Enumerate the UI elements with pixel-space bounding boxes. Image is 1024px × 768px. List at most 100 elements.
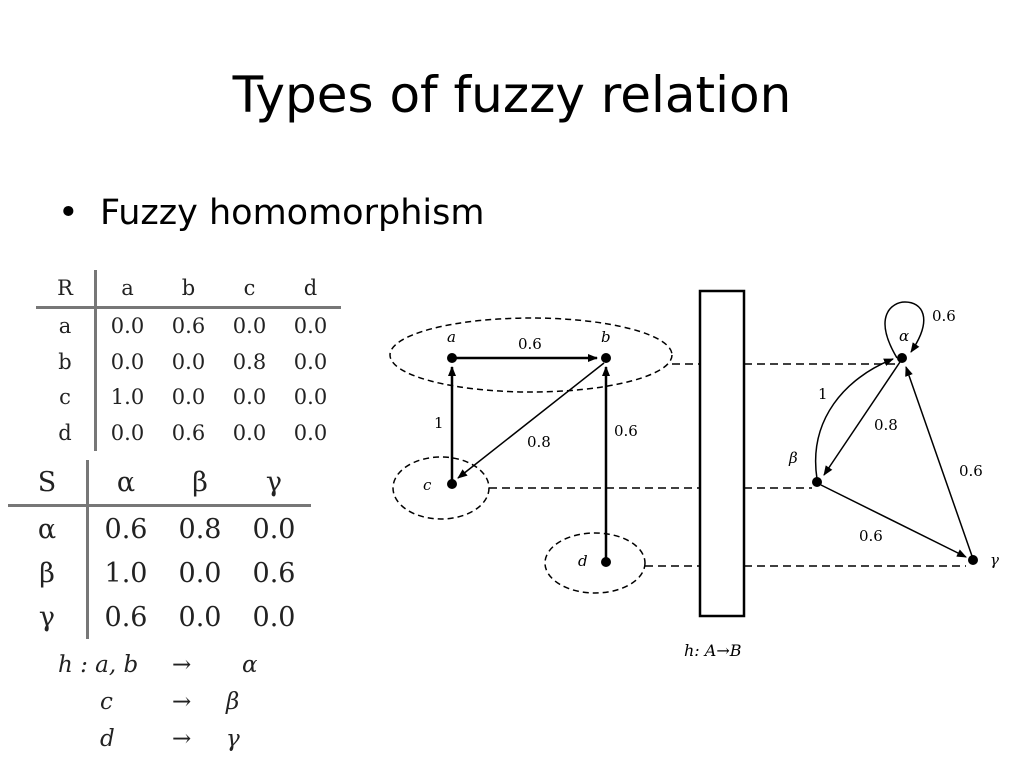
relation-table-r: R a b c d a 0.0 0.6 0.0 0.0 b 0.0 0.0 0.…	[36, 270, 341, 451]
bullet-dot: •	[58, 193, 79, 233]
mapping-arrow: →	[172, 652, 192, 678]
node-gamma	[968, 555, 978, 565]
row-label: c	[36, 379, 97, 415]
bullet-text: Fuzzy homomorphism	[100, 193, 485, 233]
edge-label-d-b: 0.6	[614, 422, 638, 440]
edge-b-c	[457, 362, 605, 479]
mapping-arrow: →	[172, 689, 192, 715]
group-c-ellipse	[392, 456, 490, 520]
table-row: a 0.0 0.6 0.0 0.0	[36, 307, 341, 344]
table-cell: 0.0	[293, 385, 328, 410]
table-cell: 1.0	[110, 385, 145, 410]
node-label-beta: β	[788, 449, 798, 467]
table-row: α 0.6 0.8 0.0	[8, 505, 311, 551]
row-label: γ	[8, 595, 89, 639]
mapping-lhs: d	[100, 726, 115, 752]
table-cell: 0.0	[293, 314, 328, 339]
edge-beta-alpha	[814, 358, 894, 480]
table-cell: 0.0	[293, 420, 328, 445]
table-cell: 0.6	[171, 420, 206, 445]
column-header: β	[163, 460, 237, 507]
table-corner: R	[36, 270, 97, 309]
table-cell: 0.0	[232, 420, 267, 445]
row-label: a	[36, 307, 97, 344]
relation-table-s: S α β γ α 0.6 0.8 0.0 β 1.0 0.0 0.6 γ 0.…	[8, 460, 311, 639]
column-header: a	[95, 270, 158, 309]
table-cell: 0.6	[104, 513, 148, 545]
edge-label-a-b: 0.6	[518, 335, 542, 353]
table-cell: 0.0	[293, 349, 328, 374]
table-row: c 1.0 0.0 0.0 0.0	[36, 379, 341, 415]
row-label: α	[8, 505, 89, 551]
node-label-a: a	[447, 328, 456, 346]
node-d	[601, 557, 611, 567]
column-header: b	[158, 270, 219, 309]
node-label-d: d	[578, 552, 588, 570]
table-cell: 0.0	[178, 557, 222, 589]
mapping-rhs: γ	[226, 726, 240, 752]
mapping-rhs: β	[226, 689, 240, 715]
table-cell: 0.8	[178, 513, 222, 545]
table-cell: 0.0	[232, 314, 267, 339]
node-b	[601, 353, 611, 363]
table-cell: 0.8	[232, 349, 267, 374]
node-label-gamma: γ	[990, 551, 999, 569]
table-cell: 0.0	[110, 349, 145, 374]
edge-beta-gamma	[820, 484, 967, 558]
group-d-ellipse	[544, 532, 646, 594]
table-corner: S	[8, 460, 89, 507]
group-ab-ellipse	[389, 317, 673, 393]
table-row: b 0.0 0.0 0.8 0.0	[36, 344, 341, 380]
mapping-label: h: A→B	[684, 641, 742, 660]
table-row: d 0.0 0.6 0.0 0.0	[36, 415, 341, 451]
row-label: b	[36, 344, 97, 380]
table-header-row: S α β γ	[8, 460, 311, 507]
table-cell: 0.6	[171, 314, 206, 339]
table-cell: 0.6	[104, 601, 148, 633]
node-label-c: c	[423, 476, 432, 494]
table-cell: 0.0	[171, 349, 206, 374]
table-cell: 0.0	[110, 314, 145, 339]
node-a	[447, 353, 457, 363]
slide-title: Types of fuzzy relation	[232, 66, 792, 124]
column-header: d	[280, 270, 341, 309]
edge-label-beta-gamma: 0.6	[859, 527, 883, 545]
edge-label-beta-alpha: 1	[818, 385, 828, 403]
table-cell: 0.0	[232, 385, 267, 410]
edge-label-c-a: 1	[434, 414, 444, 432]
node-c	[447, 479, 457, 489]
table-cell: 1.0	[104, 557, 148, 589]
table-cell: 0.0	[110, 420, 145, 445]
column-header: α	[87, 460, 163, 507]
table-header-row: R a b c d	[36, 270, 341, 309]
table-cell: 0.6	[252, 557, 296, 589]
node-beta	[812, 477, 822, 487]
table-cell: 0.0	[252, 513, 296, 545]
mapping-lhs: c	[100, 689, 113, 715]
table-row: γ 0.6 0.0 0.0	[8, 595, 311, 639]
row-label: d	[36, 415, 97, 451]
table-cell: 0.0	[171, 385, 206, 410]
mapping-box	[698, 289, 746, 618]
edge-label-alpha-beta: 0.8	[874, 416, 898, 434]
edge-gamma-alpha	[905, 366, 973, 557]
edge-label-alpha-alpha: 0.6	[932, 307, 956, 325]
mapping-rhs: α	[242, 652, 258, 678]
table-row: β 1.0 0.0 0.6	[8, 551, 311, 595]
bullet-item: • Fuzzy homomorphism	[58, 190, 484, 236]
column-header: c	[219, 270, 280, 309]
edge-label-gamma-alpha: 0.6	[959, 462, 983, 480]
node-label-b: b	[601, 328, 611, 346]
node-alpha	[897, 353, 907, 363]
edge-alpha-alpha	[884, 301, 925, 359]
node-label-alpha: α	[899, 327, 909, 345]
table-cell: 0.0	[252, 601, 296, 633]
edge-label-b-c: 0.8	[527, 433, 551, 451]
column-header: γ	[237, 460, 311, 507]
row-label: β	[8, 551, 89, 595]
mapping-arrow: →	[172, 726, 192, 752]
mapping-lhs: h : a, b	[58, 652, 139, 678]
table-cell: 0.0	[178, 601, 222, 633]
edge-alpha-beta	[823, 361, 901, 476]
